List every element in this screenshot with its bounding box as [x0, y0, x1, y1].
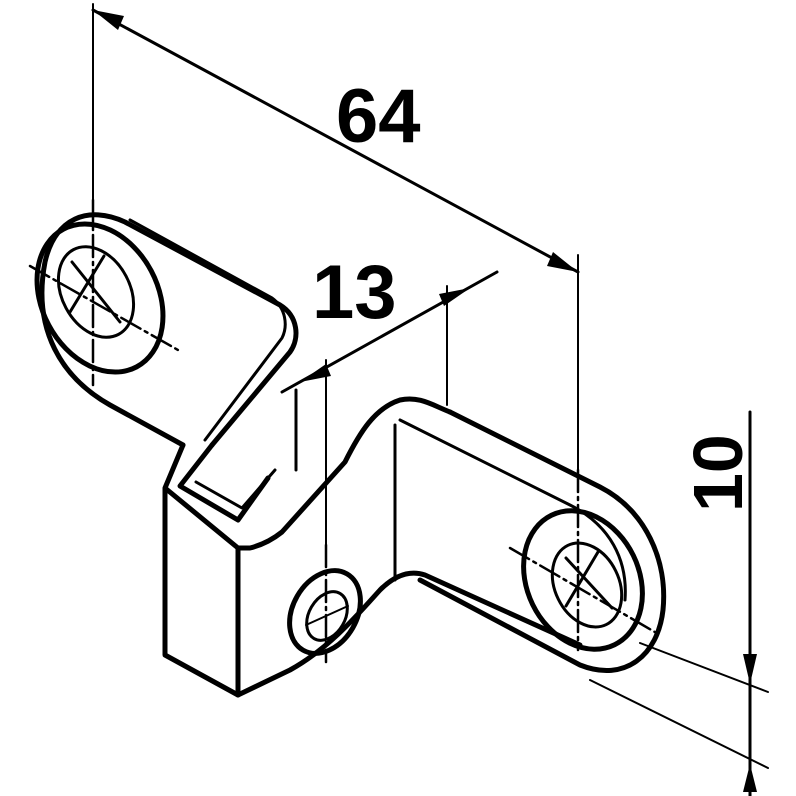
- left-hole-inner: [56, 245, 136, 339]
- arrowhead-13-left: [300, 364, 331, 382]
- dimension-label-13: 13: [312, 250, 397, 335]
- dimension-line-64: [91, 8, 580, 274]
- web-top-inner: [194, 468, 277, 510]
- dimension-label-64: 64: [336, 74, 421, 159]
- dimension-10: 10: [589, 410, 769, 796]
- arrowhead-10-bottom: [743, 764, 757, 792]
- dimension-13: 13: [280, 250, 499, 664]
- right-hole-centerline: [508, 546, 662, 637]
- right-hole-outer: [521, 508, 645, 652]
- arrowhead-13-right: [439, 288, 470, 306]
- front-hole-inner: [305, 590, 349, 642]
- front-hole-outer: [287, 568, 363, 656]
- bracket-part: [28, 212, 667, 698]
- web-front-face: [235, 396, 453, 551]
- left-flange-inner-edge: [128, 218, 287, 442]
- extension-line-10-top: [639, 642, 769, 693]
- right-flange-inner-edge: [398, 418, 627, 602]
- dimension-label-10: 10: [679, 434, 757, 512]
- right-hole-countersink: [564, 550, 614, 610]
- web-left-face: [162, 442, 241, 698]
- left-hole-centerline: [28, 264, 180, 352]
- arrowhead-10-top: [743, 654, 757, 684]
- left-hole-countersink: [68, 254, 122, 324]
- left-hole-outer: [34, 221, 166, 375]
- web-top-rim: [177, 442, 271, 523]
- right-flange-outline: [417, 409, 667, 673]
- arrowhead-64-right: [547, 252, 578, 272]
- front-hole-center-h: [305, 605, 349, 626]
- arrowhead-64-left: [93, 10, 124, 30]
- extension-line-10-bottom: [589, 679, 769, 769]
- dimension-64: 64: [91, 3, 580, 652]
- left-flange-outline: [39, 212, 299, 448]
- right-hole-inner: [550, 541, 624, 629]
